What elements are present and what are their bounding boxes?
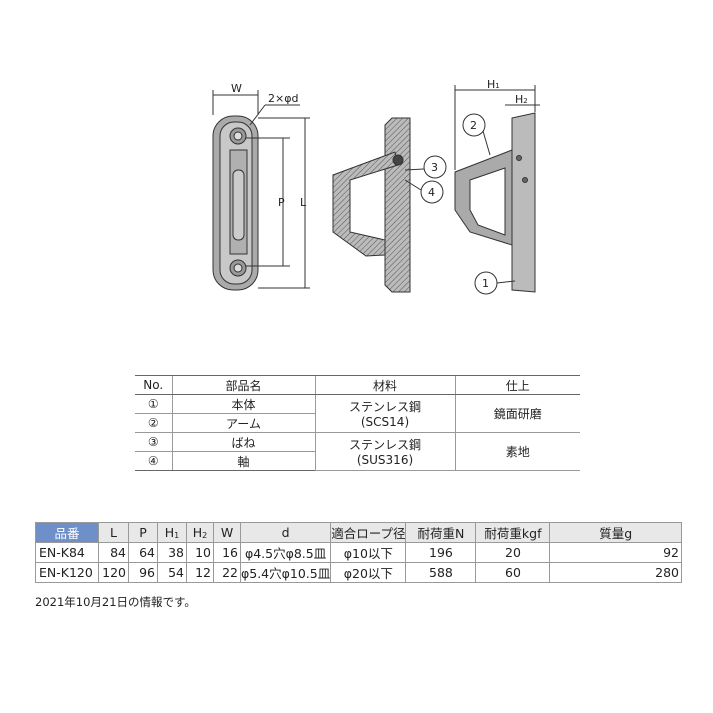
header-p: P bbox=[128, 522, 158, 543]
spec-table: 品番 L P H1 H2 W d 適合ロープ径 耐荷重N 耐荷重kgf 質量g … bbox=[35, 522, 682, 583]
material-cell: ステンレス鋼(SUS316) bbox=[314, 432, 455, 471]
cell-p: 64 bbox=[128, 542, 158, 563]
technical-drawing: W 2×φd P L H1 H2 3 4 2 1 bbox=[212, 78, 540, 295]
cell-h2: 10 bbox=[186, 542, 214, 563]
header-load-kgf: 耐荷重kgf bbox=[475, 522, 551, 543]
part-no: ① bbox=[135, 394, 172, 414]
material-code: (SCS14) bbox=[360, 415, 410, 429]
cell-d: φ5.4穴φ10.5皿 bbox=[239, 562, 332, 583]
part-no: ④ bbox=[135, 451, 172, 471]
table-row: ① 本体 ステンレス鋼(SCS14) 鏡面研磨 bbox=[135, 394, 580, 433]
header-h2: H2 bbox=[186, 522, 214, 543]
part-no: ② bbox=[135, 413, 172, 433]
header-l: L bbox=[98, 522, 129, 543]
table-row: ④ 軸 bbox=[135, 451, 580, 471]
label-p: P bbox=[278, 196, 285, 209]
cell-w: 22 bbox=[213, 562, 241, 583]
header-d: d bbox=[239, 522, 332, 543]
header-part-number: 品番 bbox=[35, 522, 99, 543]
callout-3: 3 bbox=[431, 161, 438, 174]
front-view bbox=[212, 90, 310, 291]
cell-p: 96 bbox=[128, 562, 158, 583]
material-code: (SUS316) bbox=[356, 453, 414, 467]
material-name: ステンレス鋼 bbox=[348, 400, 421, 414]
cell-d: φ4.5穴φ8.5皿 bbox=[239, 542, 332, 563]
spec-header-row: 品番 L P H1 H2 W d 適合ロープ径 耐荷重N 耐荷重kgf 質量g bbox=[35, 522, 682, 543]
cell-rope: φ20以下 bbox=[330, 562, 407, 583]
part-name: アーム bbox=[171, 413, 315, 433]
callout-4: 4 bbox=[428, 186, 435, 199]
cell-w: 16 bbox=[213, 542, 241, 563]
part-no: ③ bbox=[135, 432, 172, 452]
part-name: 軸 bbox=[171, 451, 315, 471]
label-w: W bbox=[231, 82, 242, 95]
label-h1: H1 bbox=[487, 78, 500, 91]
label-d: 2×φd bbox=[268, 92, 298, 105]
finish-cell: 鏡面研磨 bbox=[454, 394, 580, 433]
header-part-name: 部品名 bbox=[171, 375, 315, 395]
part-number: EN-K120 bbox=[35, 562, 99, 583]
cell-h2: 12 bbox=[186, 562, 214, 583]
parts-header-row: No. 部品名 材料 仕上 bbox=[135, 375, 580, 395]
info-date-note: 2021年10月21日の情報です。 bbox=[35, 595, 196, 609]
part-name: 本体 bbox=[171, 394, 315, 414]
cell-l: 84 bbox=[98, 542, 129, 563]
header-h1: H1 bbox=[157, 522, 187, 543]
cell-load-n: 588 bbox=[405, 562, 477, 583]
material-cell: ステンレス鋼(SCS14) bbox=[314, 394, 455, 433]
cell-h1: 38 bbox=[157, 542, 187, 563]
cell-load-kgf: 20 bbox=[475, 542, 551, 563]
finish-cell: 素地 bbox=[454, 432, 580, 471]
label-l: L bbox=[300, 196, 307, 209]
parts-table: No. 部品名 材料 仕上 ① 本体 ステンレス鋼(SCS14) 鏡面研磨 ② … bbox=[135, 375, 580, 471]
header-finish: 仕上 bbox=[454, 375, 580, 395]
header-w: W bbox=[213, 522, 241, 543]
table-row: ③ ばね ステンレス鋼(SUS316) 素地 bbox=[135, 432, 580, 471]
table-row: ② アーム bbox=[135, 413, 580, 433]
cell-load-kgf: 60 bbox=[475, 562, 551, 583]
cell-rope: φ10以下 bbox=[330, 542, 407, 563]
header-mass: 質量g bbox=[549, 522, 682, 543]
cell-l: 120 bbox=[98, 562, 129, 583]
label-h2: H2 bbox=[515, 93, 528, 106]
cell-mass: 280 bbox=[549, 562, 682, 583]
side-view bbox=[454, 85, 540, 293]
cell-mass: 92 bbox=[549, 542, 682, 563]
header-no: No. bbox=[135, 375, 172, 395]
cell-h1: 54 bbox=[157, 562, 187, 583]
table-row: EN-K120 120 96 54 12 22 φ5.4穴φ10.5皿 φ20以… bbox=[35, 562, 682, 583]
callout-2: 2 bbox=[470, 119, 477, 132]
part-name: ばね bbox=[171, 432, 315, 452]
cell-load-n: 196 bbox=[405, 542, 477, 563]
header-rope: 適合ロープ径 bbox=[330, 522, 407, 543]
callout-1: 1 bbox=[482, 277, 489, 290]
header-load-n: 耐荷重N bbox=[405, 522, 477, 543]
table-row: EN-K84 84 64 38 10 16 φ4.5穴φ8.5皿 φ10以下 1… bbox=[35, 542, 682, 563]
part-number: EN-K84 bbox=[35, 542, 99, 563]
material-name: ステンレス鋼 bbox=[348, 438, 421, 452]
section-view bbox=[332, 117, 411, 293]
callouts bbox=[404, 113, 516, 295]
header-material: 材料 bbox=[314, 375, 455, 395]
